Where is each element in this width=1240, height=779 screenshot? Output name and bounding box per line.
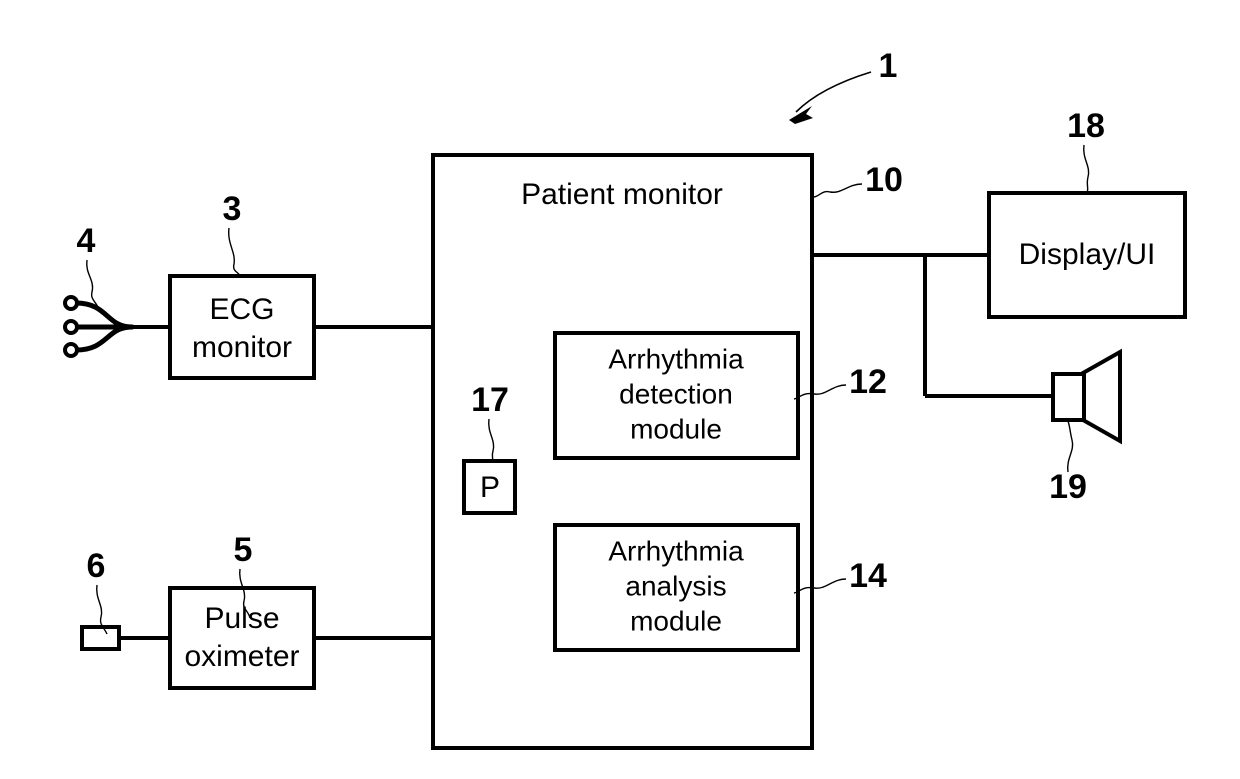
ref-numeral-6: 6 [87,547,106,585]
ref-numeral-4: 4 [77,222,96,260]
ecg-monitor-box [168,274,316,380]
arrhythmia-detection-label-line1: Arrhythmia [608,343,744,374]
electrode-terminal-3 [63,342,79,358]
speaker-cone-shape [1081,348,1122,445]
leader-line-18 [1083,144,1090,194]
figure-arrow-head [789,106,813,124]
ecg-monitor-label-line2: monitor [192,331,292,364]
arrhythmia-detection-label-line2: detection [619,378,733,409]
arrhythmia-detection-label-line3: module [630,413,722,444]
arrhythmia-analysis-block: Arrhythmia analysis module [553,523,800,652]
processor-box [462,459,517,515]
ref-numeral-19: 19 [1049,468,1087,506]
ref-numeral-18: 18 [1067,107,1105,145]
leader-line-14 [793,578,847,594]
ref-numeral-12: 12 [849,363,887,401]
arrhythmia-analysis-label-line1: Arrhythmia [608,535,744,566]
ecg-monitor-block: ECG monitor [168,274,316,380]
electrode-lead-3 [73,324,135,353]
speaker-icon [1051,348,1122,445]
ref-numeral-3: 3 [223,190,242,228]
electrode-lead-1 [73,300,135,330]
electrode-terminal-2 [63,319,79,335]
arrhythmia-analysis-label-line2: analysis [625,570,726,601]
electrode-terminal-1 [63,295,79,311]
arrhythmia-analysis-box [553,523,800,652]
spo2-sensor-box [80,625,121,651]
leader-line-10 [813,183,863,198]
ref-numeral-10: 10 [865,161,903,199]
leader-line-19 [1067,420,1074,473]
arrhythmia-detection-block: Arrhythmia detection module [553,331,800,460]
processor-label: P [480,471,500,504]
ref-numeral-14: 14 [849,557,887,595]
connection-lines [118,253,1055,640]
ref-numeral-5: 5 [234,531,253,569]
leader-line-12 [793,384,847,400]
pulse-oximeter-label-line2: oximeter [184,640,299,673]
leader-line-5 [239,568,251,619]
pulse-oximeter-label-line1: Pulse [204,602,279,635]
ecg-monitor-label-line1: ECG [209,293,274,326]
speaker-body-box [1051,372,1086,422]
leader-line-17 [488,418,495,463]
patient-monitor-label: Patient monitor [521,178,723,211]
display-ui-block: Display/UI [987,191,1187,319]
leader-line-3 [228,227,241,277]
leader-line-4 [86,259,100,311]
ecg-electrodes-group [63,295,170,358]
processor-block: P [462,459,517,515]
overall-figure-arrow [789,71,872,124]
ref-numeral-17: 17 [471,381,509,419]
ref-numeral-1: 1 [879,47,898,85]
pulse-oximeter-box [168,586,316,690]
leader-line-6 [96,584,108,635]
display-ui-label: Display/UI [1019,238,1156,271]
arrhythmia-analysis-label-line3: module [630,605,722,636]
leader-lines [86,144,1090,635]
reference-numerals: 1 18 10 4 3 12 17 19 5 6 14 [77,47,1105,595]
figure-arrow-curve [795,71,872,113]
arrhythmia-detection-box [553,331,800,460]
pulse-oximeter-block: Pulse oximeter [168,586,316,690]
